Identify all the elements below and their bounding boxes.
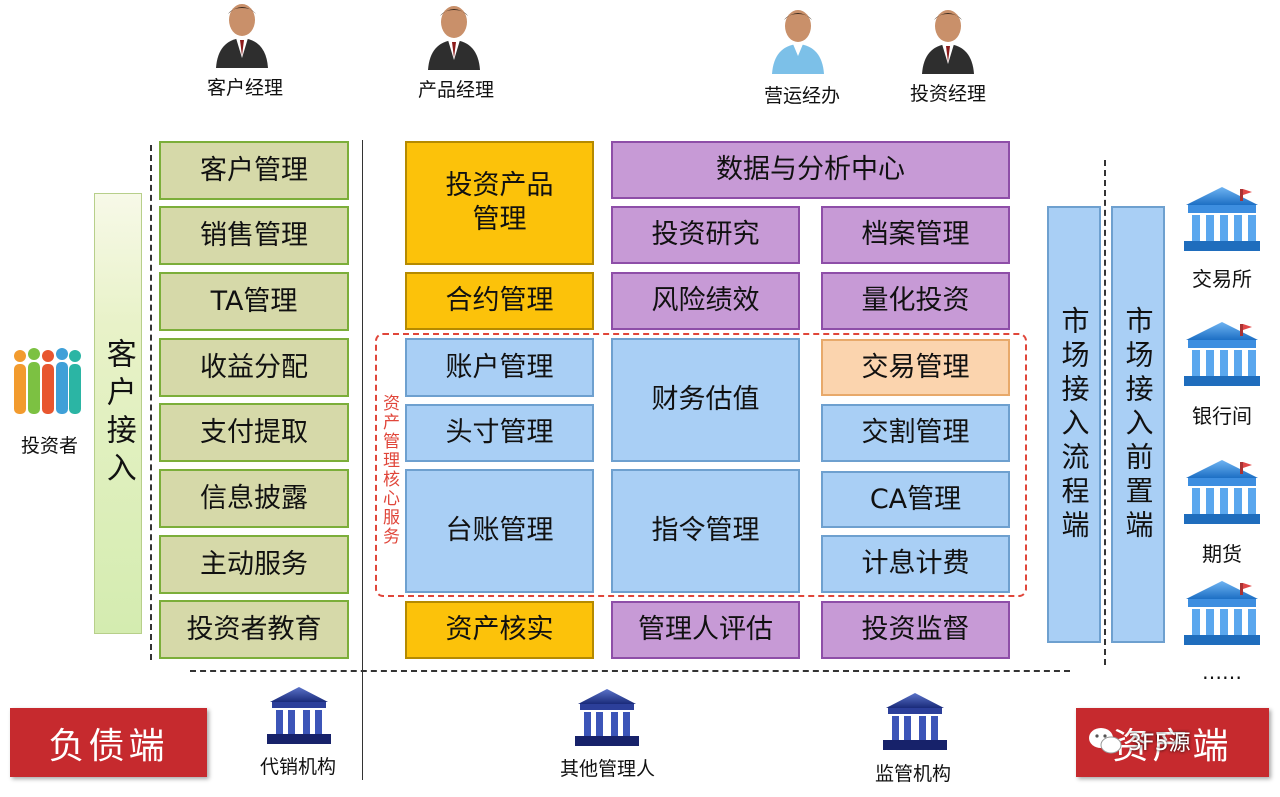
- market-front-bar: 市场接入前置端: [1111, 206, 1165, 643]
- position-box: 头寸管理: [405, 404, 594, 462]
- core-service-frame: [375, 333, 1027, 597]
- left-item: 投资者教育: [159, 600, 349, 659]
- investor-label: 投资者: [20, 435, 78, 457]
- supervision-box: 投资监督: [821, 601, 1010, 659]
- left-item: TA管理: [159, 272, 349, 331]
- divider-right: [1104, 160, 1106, 665]
- liability-badge: 负债端: [10, 708, 207, 777]
- regulator-label: 监管机构: [874, 763, 951, 785]
- product-manager-icon: [424, 2, 484, 70]
- market-icon: [1180, 577, 1264, 647]
- watermark: 3F5源: [1088, 721, 1248, 761]
- instruction-box: 指令管理: [611, 469, 800, 593]
- left-item: 主动服务: [159, 535, 349, 594]
- left-item: 信息披露: [159, 469, 349, 528]
- archive-box: 档案管理: [821, 206, 1010, 264]
- invest-product-box: 投资产品管理: [405, 141, 594, 265]
- interest-box: 计息计费: [821, 535, 1010, 593]
- investment-manager-label: 投资经理: [909, 83, 986, 105]
- research-box: 投资研究: [611, 206, 800, 264]
- exchange-label: 交易所: [1192, 267, 1252, 291]
- manager-eval-box: 管理人评估: [611, 601, 800, 659]
- ca-box: CA管理: [821, 471, 1010, 528]
- customer-access-bar: 客户接入: [94, 193, 142, 634]
- regulator-icon: [880, 690, 950, 752]
- wechat-icon: [1089, 728, 1122, 754]
- left-item: 客户管理: [159, 141, 349, 200]
- divider-horizontal: [190, 670, 1070, 672]
- customer-manager-icon: [212, 0, 272, 68]
- valuation-box: 财务估值: [611, 338, 800, 462]
- left-item: 收益分配: [159, 338, 349, 397]
- futures-label: 期货: [1202, 542, 1242, 566]
- agency-label: 代销机构: [259, 756, 336, 778]
- futures-icon: [1180, 456, 1264, 526]
- divider-center: [362, 140, 363, 780]
- asset-verify-box: 资产核实: [405, 601, 594, 659]
- account-box: 账户管理: [405, 338, 594, 397]
- divider-left: [150, 145, 152, 660]
- settlement-box: 交割管理: [821, 404, 1010, 462]
- investment-manager-icon: [918, 6, 978, 74]
- trade-box: 交易管理: [821, 339, 1010, 396]
- left-item: 支付提取: [159, 403, 349, 462]
- data-center-box: 数据与分析中心: [611, 141, 1010, 199]
- interbank-icon: [1180, 318, 1264, 388]
- agency-icon: [264, 684, 334, 746]
- customer-manager-label: 客户经理: [206, 77, 283, 99]
- quant-box: 量化投资: [821, 272, 1010, 330]
- left-item: 销售管理: [159, 206, 349, 265]
- core-service-label: 资产管理核心服务: [379, 394, 399, 546]
- other-manager-label: 其他管理人: [559, 758, 655, 780]
- risk-box: 风险绩效: [611, 272, 800, 330]
- operations-manager-label: 营运经办: [763, 85, 840, 107]
- interbank-label: 银行间: [1192, 404, 1252, 428]
- product-manager-label: 产品经理: [417, 79, 494, 101]
- exchange-icon: [1180, 183, 1264, 253]
- ledger-box: 台账管理: [405, 469, 594, 593]
- other-manager-icon: [572, 686, 642, 748]
- contract-box: 合约管理: [405, 272, 594, 330]
- investor-group-icon: [14, 348, 81, 414]
- more-label: ……: [1202, 660, 1242, 684]
- operations-manager-icon: [768, 6, 828, 74]
- market-flow-bar: 市场接入流程端: [1047, 206, 1101, 643]
